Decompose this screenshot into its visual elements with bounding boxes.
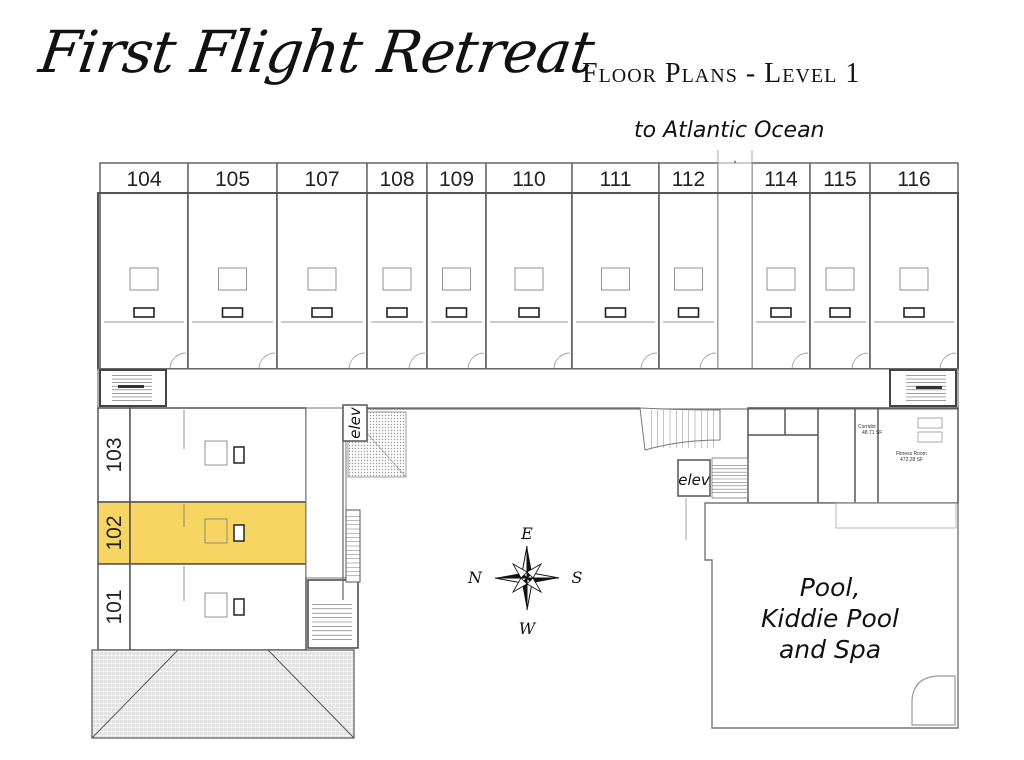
unit-112[interactable]: 112 bbox=[658, 162, 719, 370]
unit-104[interactable]: 104 bbox=[99, 162, 189, 370]
kitchen-fixture bbox=[307, 267, 337, 291]
compass-rose-icon: E N S W bbox=[467, 524, 583, 638]
kitchen-fixture bbox=[218, 267, 247, 291]
right-stairwell bbox=[889, 369, 957, 407]
bathtub-icon bbox=[233, 524, 245, 542]
bathtub-icon bbox=[233, 598, 245, 616]
unit-label-107: 107 bbox=[304, 168, 339, 191]
elevator-right: elev bbox=[677, 459, 711, 497]
unit-111[interactable]: 111 bbox=[571, 162, 660, 370]
unit-102[interactable]: 102 bbox=[97, 501, 307, 565]
kitchen-fixture bbox=[899, 267, 929, 291]
kitchen-fixture bbox=[442, 267, 471, 291]
unit-label-111: 111 bbox=[600, 168, 632, 191]
bathtub-icon bbox=[311, 307, 333, 318]
kitchen-fixture bbox=[382, 267, 412, 291]
compass-west: W bbox=[519, 619, 537, 638]
bathtub-icon bbox=[518, 307, 540, 318]
bathtub-icon bbox=[386, 307, 408, 318]
kitchen-fixture bbox=[766, 267, 796, 291]
fitness-room-label: Fitness Room bbox=[896, 451, 927, 457]
kitchen-fixture bbox=[129, 267, 159, 291]
lower-stairwell bbox=[307, 579, 359, 649]
unit-105[interactable]: 105 bbox=[187, 162, 278, 370]
door-swing bbox=[699, 352, 717, 370]
unit-label-112: 112 bbox=[672, 168, 705, 191]
ocean-walkway bbox=[717, 162, 753, 370]
unit-label-110: 110 bbox=[512, 168, 545, 191]
curved-stair bbox=[639, 407, 721, 451]
unit-116[interactable]: 116 bbox=[869, 162, 959, 370]
door-swing bbox=[791, 352, 809, 370]
door-swing bbox=[851, 352, 869, 370]
kitchen-fixture bbox=[674, 267, 703, 291]
bathtub-icon bbox=[677, 307, 700, 318]
top-units-group: 104 105 107 108 109 110 111 112 114 115 116 bbox=[99, 162, 959, 370]
side-corridor bbox=[305, 407, 347, 579]
left-units-group: 103 102 101 bbox=[97, 407, 347, 651]
unit-115[interactable]: 115 bbox=[809, 162, 871, 370]
pool-line-2: Kiddie Pool bbox=[761, 604, 899, 633]
unit-label-114: 114 bbox=[764, 168, 798, 191]
unit-103[interactable]: 103 bbox=[97, 407, 307, 503]
side-stair bbox=[345, 509, 361, 583]
pool-area-label: Pool, Kiddie Pool and Spa bbox=[730, 572, 930, 665]
kitchen-fixture bbox=[204, 440, 228, 466]
fitness-room-area: 472.28 SF bbox=[900, 457, 923, 463]
door-swing bbox=[553, 352, 571, 370]
door-swing bbox=[169, 352, 187, 370]
corridor-area: 48.71 SF bbox=[862, 430, 882, 436]
unit-label-105: 105 bbox=[215, 168, 250, 191]
unit-label-103: 103 bbox=[103, 437, 126, 472]
bathtub-icon bbox=[903, 307, 925, 318]
kitchen-fixture bbox=[204, 592, 228, 618]
kitchen-fixture bbox=[825, 267, 855, 291]
unit-107[interactable]: 107 bbox=[276, 162, 368, 370]
corridor-label: Corridor bbox=[858, 424, 876, 430]
compass-east: E bbox=[520, 524, 533, 543]
compass-south: S bbox=[572, 568, 583, 587]
left-stairwell bbox=[99, 369, 167, 407]
door-swing bbox=[640, 352, 658, 370]
roof-area bbox=[91, 649, 355, 739]
unit-label-115: 115 bbox=[823, 168, 856, 191]
bathtub-icon bbox=[770, 307, 792, 318]
kitchen-fixture bbox=[601, 267, 630, 291]
unit-label-109: 109 bbox=[439, 168, 474, 191]
unit-101[interactable]: 101 bbox=[97, 563, 307, 651]
pool-deck bbox=[685, 498, 959, 729]
door-swing bbox=[348, 352, 366, 370]
bathtub-icon bbox=[445, 307, 468, 318]
unit-label-116: 116 bbox=[897, 168, 930, 191]
door-swing bbox=[939, 352, 957, 370]
page-subtitle: Floor Plans - Level 1 bbox=[582, 58, 861, 89]
pool-line-3: and Spa bbox=[778, 635, 882, 664]
kitchen-fixture bbox=[514, 267, 544, 291]
main-corridor bbox=[97, 368, 959, 410]
fitness-room: Fitness Room 472.28 SF Corridor 48.71 SF bbox=[858, 417, 943, 463]
bathtub-icon bbox=[604, 307, 627, 318]
bathtub-icon bbox=[133, 307, 155, 318]
elevator-right-label: elev bbox=[678, 471, 711, 489]
bathtub-icon bbox=[221, 307, 244, 318]
unit-label-108: 108 bbox=[379, 168, 414, 191]
door-swing bbox=[408, 352, 426, 370]
elevator-left-label: elev bbox=[346, 406, 364, 439]
elevator-left: elev bbox=[342, 404, 368, 442]
door-swing bbox=[258, 352, 276, 370]
pool-line-1: Pool, bbox=[799, 573, 861, 602]
door-swing bbox=[467, 352, 485, 370]
amenity-stair bbox=[712, 465, 748, 493]
unit-label-101: 101 bbox=[103, 589, 126, 624]
unit-label-102: 102 bbox=[103, 515, 126, 550]
kitchen-fixture bbox=[204, 518, 228, 544]
bathtub-icon bbox=[233, 446, 245, 464]
compass-north: N bbox=[467, 568, 483, 587]
unit-109[interactable]: 109 bbox=[426, 162, 487, 370]
unit-label-104: 104 bbox=[126, 168, 161, 191]
bathtub-icon bbox=[829, 307, 851, 318]
ocean-direction-label: to Atlantic Ocean bbox=[634, 118, 825, 143]
